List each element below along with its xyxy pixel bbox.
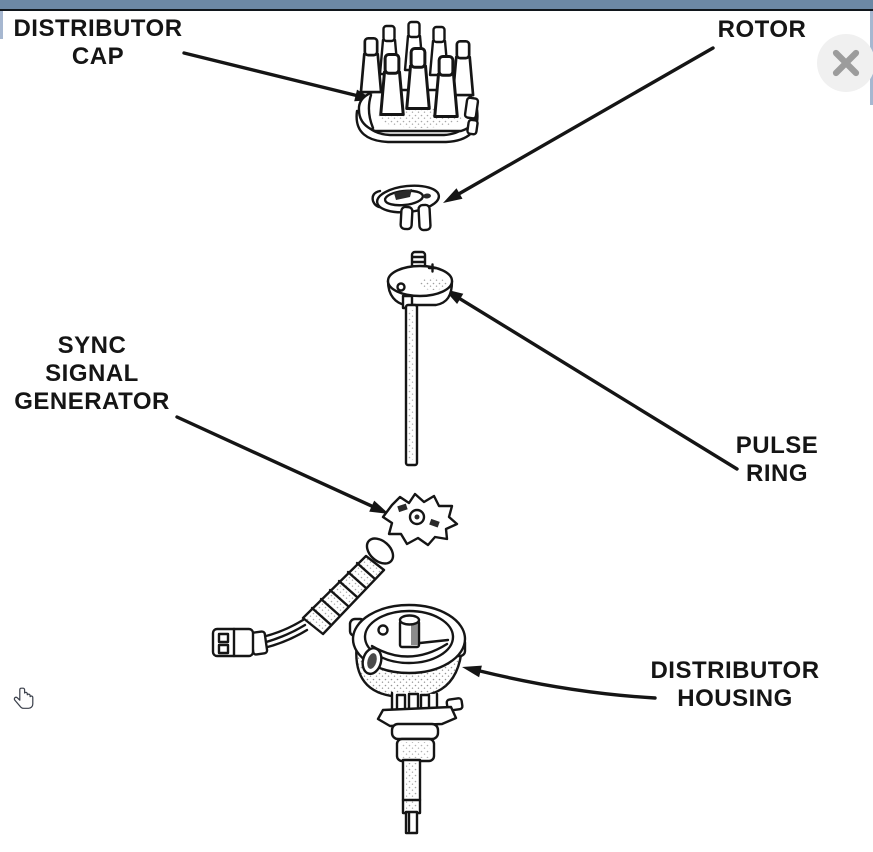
label-sync-signal-generator: SYNC SIGNAL GENERATOR: [14, 332, 170, 415]
label-distributor-cap: DISTRIBUTOR CAP: [13, 15, 183, 70]
close-icon: [832, 49, 860, 77]
rotor-drawing: [371, 184, 441, 232]
pulse-ring-drawing: [386, 250, 454, 467]
top-window-bar-border: [0, 9, 873, 11]
arrow-sync-signal-generator: [175, 415, 389, 514]
arrow-distributor-housing: [462, 665, 657, 700]
arrow-pulse-ring: [444, 289, 739, 471]
distributor-cap-drawing: [355, 20, 480, 144]
top-window-bar: [0, 0, 873, 9]
arrow-rotor: [443, 46, 715, 203]
close-button[interactable]: [817, 34, 873, 92]
label-pulse-ring: PULSE RING: [735, 432, 819, 487]
arrow-distributor-cap: [182, 51, 374, 102]
hand-cursor-icon: [13, 687, 34, 709]
distributor-housing-drawing: [348, 603, 467, 835]
label-rotor: ROTOR: [717, 16, 807, 43]
left-edge-strip: [0, 11, 3, 39]
sync-signal-generator-drawing: [211, 492, 459, 658]
label-distributor-housing: DISTRIBUTOR HOUSING: [650, 657, 820, 712]
